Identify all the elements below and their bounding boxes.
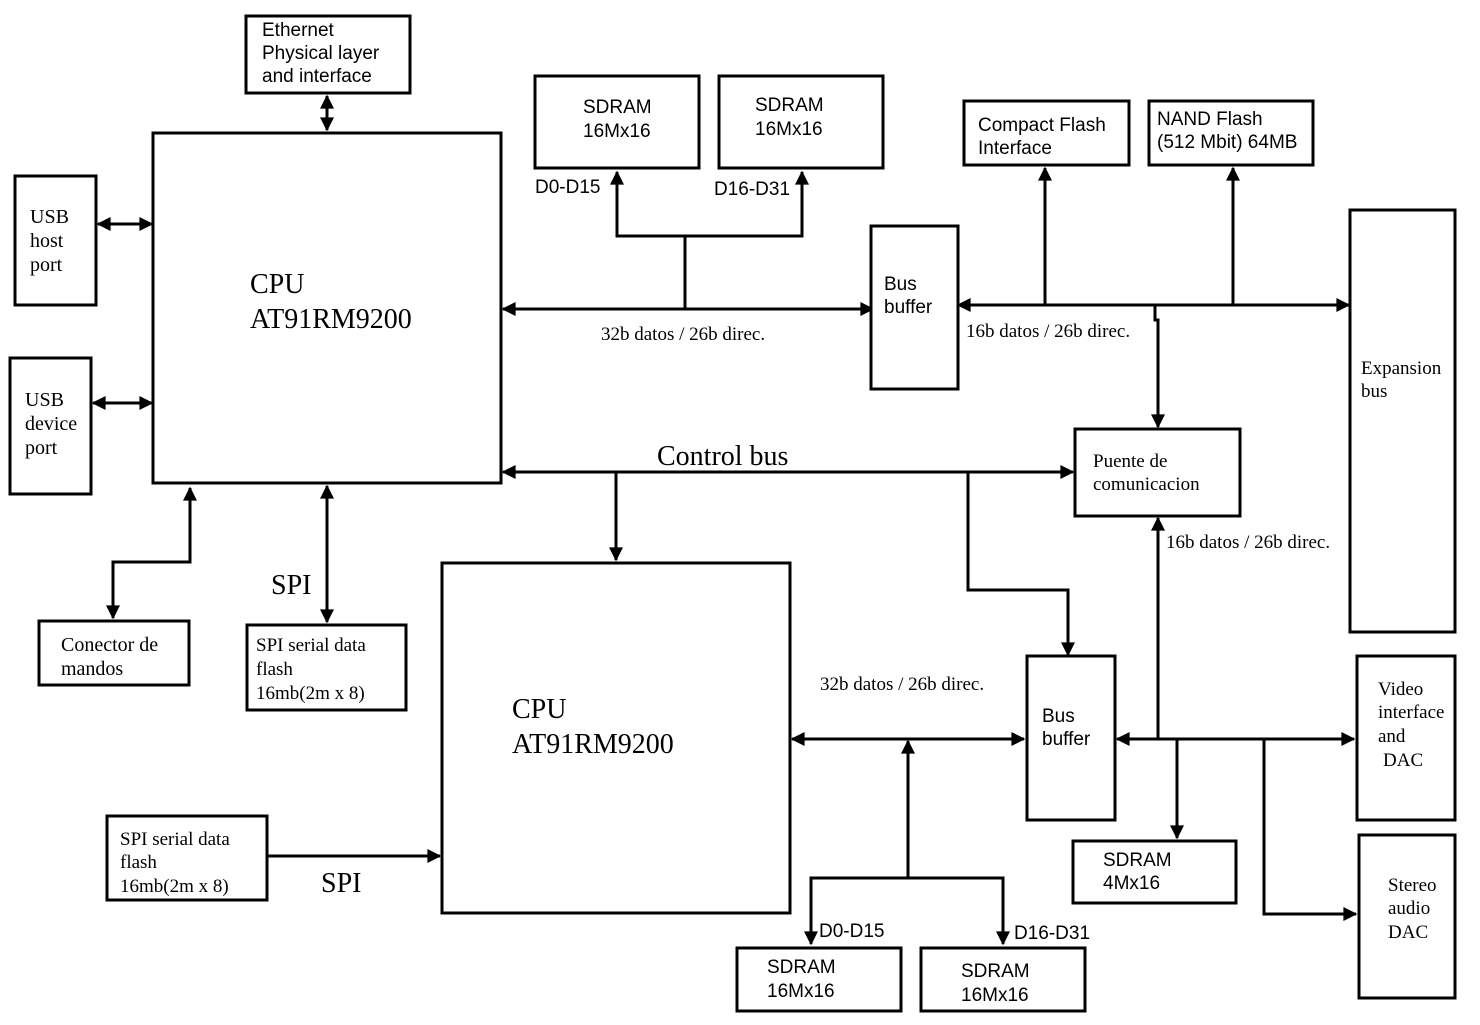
sdram-top2-line-1: SDRAM <box>755 95 824 116</box>
spi-flash1-block: SPI serial data flash 16mb(2m x 8) <box>245 623 408 712</box>
usb-device-line-1: USB <box>25 389 64 411</box>
compact-flash-block: Compact Flash Interface <box>962 99 1131 167</box>
ethernet-line-2: Physical layer <box>262 43 380 64</box>
usb-host-line-2: host <box>30 230 64 252</box>
bus-buffer1-block: Bus buffer <box>869 224 960 391</box>
sdram-top2-link <box>685 170 809 238</box>
sdram-4m-block: SDRAM 4Mx16 <box>1071 839 1238 905</box>
spi-flash2-line-1: SPI serial data <box>120 829 230 850</box>
spi-flash1-line-3: 16mb(2m x 8) <box>256 683 365 704</box>
video-line-1: Video <box>1378 679 1423 700</box>
bus-buffer1-line-2: buffer <box>884 297 933 318</box>
usb-host-block: USB host port <box>13 174 98 307</box>
expansion-bus-line-1: Expansion <box>1361 358 1442 379</box>
cpu1-line-1: CPU <box>250 269 304 300</box>
conector-link <box>106 486 197 620</box>
sdram-bot2-line-2: 16Mx16 <box>961 985 1029 1006</box>
nand-flash-block: NAND Flash (512 Mbit) 64MB <box>1147 99 1315 167</box>
usb-device-block: USB device port <box>8 356 93 496</box>
spi2-label: SPI <box>321 868 361 899</box>
bus-buffer2-block: Bus buffer <box>1025 654 1117 822</box>
sdram-bot2-block: SDRAM 16Mx16 <box>919 946 1087 1013</box>
bus-labels: D0-D15 D16-D31 32b datos / 26b direc. 16… <box>271 177 1330 944</box>
compact-flash-line-2: Interface <box>978 138 1052 159</box>
control-buffer2-link <box>966 472 1075 657</box>
spi-flash1-line-1: SPI serial data <box>256 635 366 656</box>
bus-buffer2-line-1: Bus <box>1042 706 1075 727</box>
d16-d31-bot-label: D16-D31 <box>1014 923 1090 944</box>
cpu1-block: CPU AT91RM9200 <box>151 131 503 485</box>
ethernet-line-3: and interface <box>262 66 372 87</box>
cpu2-block: CPU AT91RM9200 <box>440 561 792 915</box>
puente-line-2: comunicacion <box>1093 474 1200 495</box>
video-block: Video interface and DAC <box>1355 654 1457 822</box>
spi-flash2-line-2: flash <box>120 852 157 873</box>
stereo-link <box>1262 739 1358 921</box>
stereo-line-2: audio <box>1388 898 1430 919</box>
connectors <box>91 94 1358 946</box>
nand-flash-line-1: NAND Flash <box>1157 109 1263 130</box>
stereo-line-1: Stereo <box>1388 875 1437 896</box>
spi-flash2-block: SPI serial data flash 16mb(2m x 8) <box>105 814 269 902</box>
stereo-block: Stereo audio DAC <box>1357 833 1457 1000</box>
video-line-2: interface <box>1378 702 1444 723</box>
spi-flash1-line-2: flash <box>256 659 293 680</box>
sdram-bot1-block: SDRAM 16Mx16 <box>735 946 903 1013</box>
usb-device-line-2: device <box>25 413 77 435</box>
conector-block: Conector de mandos <box>37 619 191 687</box>
conector-line-2: mandos <box>61 658 123 680</box>
puente-top-link <box>1151 305 1165 429</box>
sdram-bot1-line-2: 16Mx16 <box>767 981 835 1002</box>
spi1-label: SPI <box>271 570 311 601</box>
d0-d15-top-label: D0-D15 <box>535 177 600 198</box>
bus-buffer1-line-1: Bus <box>884 274 917 295</box>
sdram-top2-block: SDRAM 16Mx16 <box>717 74 885 170</box>
d0-d15-bot-label: D0-D15 <box>819 921 884 942</box>
video-line-4: DAC <box>1383 750 1423 771</box>
video-line-3: and <box>1378 726 1406 747</box>
stereo-line-3: DAC <box>1388 922 1428 943</box>
spi-flash2-line-3: 16mb(2m x 8) <box>120 876 229 897</box>
cpu1-line-2: AT91RM9200 <box>250 304 412 335</box>
sdram-top1-line-1: SDRAM <box>583 97 652 118</box>
ethernet-line-1: Ethernet <box>262 20 335 41</box>
sdram-top2-line-2: 16Mx16 <box>755 119 823 140</box>
sdram-top1-block: SDRAM 16Mx16 <box>533 74 701 170</box>
bus32-bottom-label: 32b datos / 26b direc. <box>820 674 984 695</box>
bus16-top-label: 16b datos / 26b direc. <box>966 321 1130 342</box>
d16-d31-top-label: D16-D31 <box>714 179 790 200</box>
sdram-4m-line-1: SDRAM <box>1103 850 1172 871</box>
compact-flash-line-1: Compact Flash <box>978 115 1106 136</box>
bus-buffer2-line-2: buffer <box>1042 729 1091 750</box>
sdram-bot1-line-1: SDRAM <box>767 957 836 978</box>
sdram-top1-link <box>610 170 687 309</box>
usb-device-line-3: port <box>25 437 58 459</box>
expansion-bus-block: Expansion bus <box>1348 208 1457 634</box>
puente-line-1: Puente de <box>1093 451 1167 472</box>
sdram-bot1-link <box>804 876 908 946</box>
sdram-bot2-link <box>908 876 1010 946</box>
ethernet-block: Ethernet Physical layer and interface <box>244 14 412 95</box>
bus16-mid-label: 16b datos / 26b direc. <box>1166 532 1330 553</box>
sdram-top1-line-2: 16Mx16 <box>583 121 651 142</box>
sdram-4m-line-2: 4Mx16 <box>1103 873 1160 894</box>
expansion-bus-line-2: bus <box>1361 381 1387 402</box>
puente-block: Puente de comunicacion <box>1073 427 1242 518</box>
control-bus-label: Control bus <box>657 441 788 472</box>
conector-line-1: Conector de <box>61 634 158 656</box>
cpu2-line-1: CPU <box>512 694 566 725</box>
bus32-top-label: 32b datos / 26b direc. <box>601 324 765 345</box>
nand-flash-line-2: (512 Mbit) 64MB <box>1157 132 1297 153</box>
usb-host-line-1: USB <box>30 206 69 228</box>
sdram-bot2-line-1: SDRAM <box>961 961 1030 982</box>
cpu2-line-2: AT91RM9200 <box>512 729 674 760</box>
usb-host-line-3: port <box>30 254 63 276</box>
